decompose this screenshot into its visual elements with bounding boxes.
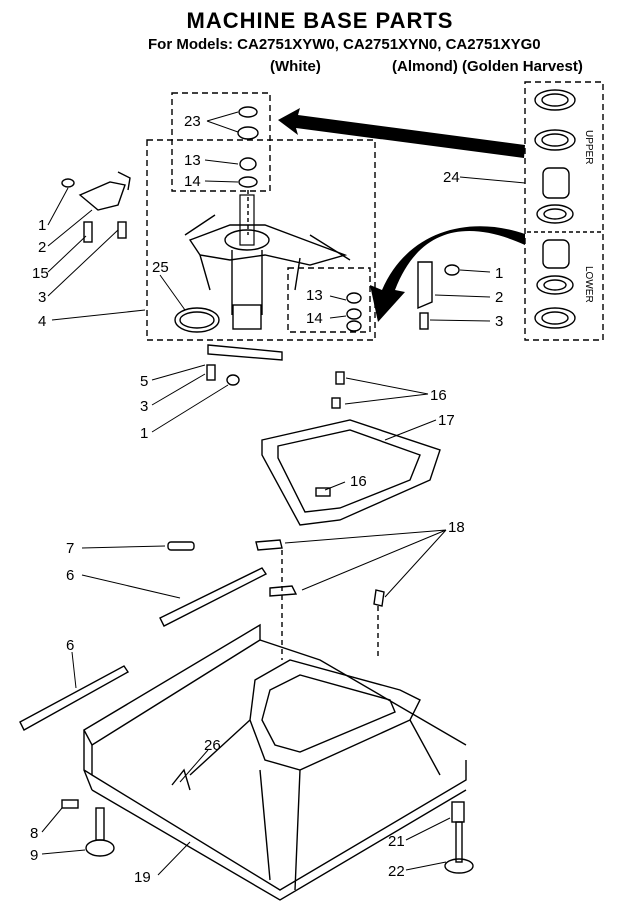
callout-14b: 14 — [306, 310, 323, 327]
callout-25: 25 — [152, 259, 169, 276]
callout-15: 15 — [32, 265, 49, 282]
callout-22: 22 — [388, 863, 405, 880]
callout-6: 6 — [66, 567, 74, 584]
callout-19: 19 — [134, 869, 151, 886]
callout-2: 2 — [38, 239, 46, 256]
upper-arrow — [278, 108, 525, 158]
gearcase-box — [146, 139, 376, 341]
callout-1b: 1 — [140, 425, 148, 442]
callout-21: 21 — [388, 833, 405, 850]
callout-16: 16 — [430, 387, 447, 404]
callout-6b: 6 — [66, 637, 74, 654]
lower-label: LOWER — [583, 266, 594, 303]
inset-bearings — [534, 89, 576, 329]
callout-26: 26 — [204, 737, 221, 754]
callout-23: 23 — [184, 113, 201, 130]
color-white-label: (White) — [270, 58, 321, 75]
callout-18: 18 — [448, 519, 465, 536]
bearing-box-right — [287, 267, 371, 333]
lower-arrow — [370, 226, 525, 322]
callout-2b: 2 — [495, 289, 503, 306]
callout-24: 24 — [443, 169, 460, 186]
callout-9: 9 — [30, 847, 38, 864]
callout-8: 8 — [30, 825, 38, 842]
callout-3b: 3 — [140, 398, 148, 415]
callout-13b: 13 — [306, 287, 323, 304]
color-others-label: (Almond) (Golden Harvest) — [392, 58, 583, 75]
callout-16b: 16 — [350, 473, 367, 490]
models-line: For Models: CA2751XYW0, CA2751XYN0, CA27… — [148, 36, 541, 53]
callout-1c: 1 — [495, 265, 503, 282]
callout-3: 3 — [38, 289, 46, 306]
callout-1: 1 — [38, 217, 46, 234]
callout-7: 7 — [66, 540, 74, 557]
bearing-box-top — [171, 92, 271, 192]
bearing-inset-box — [524, 81, 604, 341]
upper-label: UPPER — [583, 130, 594, 164]
callout-17: 17 — [438, 412, 455, 429]
callout-4: 4 — [38, 313, 46, 330]
page-title: MACHINE BASE PARTS — [186, 8, 454, 33]
callout-14: 14 — [184, 173, 201, 190]
callout-13: 13 — [184, 152, 201, 169]
callout-3c: 3 — [495, 313, 503, 330]
callout-5: 5 — [140, 373, 148, 390]
gasket-ring — [174, 307, 220, 333]
